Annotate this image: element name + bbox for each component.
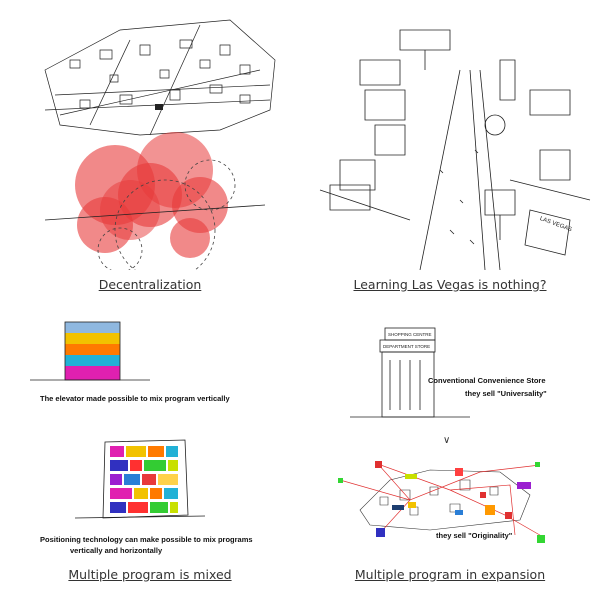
program-cell	[158, 474, 178, 485]
las-vegas-street-sketch: LAS VEGAS	[319, 29, 591, 271]
program-cell	[130, 460, 142, 471]
program-expansion-sketch	[338, 461, 546, 543]
program-cell	[150, 502, 168, 513]
program-cell	[150, 488, 162, 499]
program-cell	[110, 488, 132, 499]
caption-multiple-program-mixed[interactable]: Multiple program is mixed	[68, 567, 232, 582]
program-cell	[110, 502, 126, 513]
caption-multiple-program-expansion[interactable]: Multiple program in expansion	[354, 567, 546, 582]
note-conventional-store: Conventional Convenience Store	[428, 376, 546, 385]
program-cell	[164, 488, 178, 499]
note-positioning: Positioning technology can make possible…	[40, 535, 253, 544]
program-bands	[65, 322, 120, 380]
mixed-program-cells	[110, 446, 178, 513]
program-cell	[142, 474, 156, 485]
expansion-program-markers	[338, 461, 545, 543]
panel-las-vegas: LAS VEGAS Learning Las Vegas is nothing?	[300, 0, 600, 300]
panel-decentralization: Decentralization	[0, 0, 300, 300]
caption-decentralization[interactable]: Decentralization	[98, 277, 202, 292]
note-positioning-2: vertically and horizontally	[70, 546, 163, 555]
program-cell	[110, 460, 128, 471]
program-cell	[144, 460, 166, 471]
las-vegas-sign-text: LAS VEGAS	[539, 216, 573, 233]
decentralization-circles	[75, 132, 228, 258]
panel-multiple-program-mixed: Positioning technology can make possible…	[0, 430, 300, 600]
shopping-centre-label: SHOPPING CENTRE	[388, 332, 432, 337]
program-cell	[124, 474, 140, 485]
program-cell	[134, 488, 148, 499]
vertical-program-sketch	[30, 321, 150, 381]
note-universality: they sell "Universality"	[465, 389, 547, 398]
panel-program-expansion: they sell "Originality" Multiple program…	[300, 450, 600, 600]
mixed-program-block-sketch	[74, 439, 206, 519]
note-elevator: The elevator made possible to mix progra…	[40, 394, 230, 403]
city-map-sketch	[44, 19, 276, 136]
program-cell	[148, 446, 164, 457]
note-originality: they sell "Originality"	[436, 531, 513, 540]
program-cell	[170, 502, 178, 513]
convenience-store-sketch: SHOPPING CENTRE DEPARTMENT STORE ∨	[350, 327, 470, 446]
program-cell	[110, 474, 122, 485]
department-store-label: DEPARTMENT STORE	[383, 344, 430, 349]
program-cell	[128, 502, 148, 513]
black-building-mark	[155, 104, 163, 110]
program-cell	[126, 446, 146, 457]
panel-convenience-store: SHOPPING CENTRE DEPARTMENT STORE ∨ Conve…	[300, 300, 600, 450]
down-arrow-mark: ∨	[443, 435, 450, 446]
program-cell	[168, 460, 178, 471]
program-cell	[110, 446, 124, 457]
decentralization-sketch	[44, 19, 276, 281]
caption-las-vegas[interactable]: Learning Las Vegas is nothing?	[353, 277, 547, 292]
panel-vertical-mix: The elevator made possible to mix progra…	[0, 300, 300, 410]
program-cell	[166, 446, 178, 457]
